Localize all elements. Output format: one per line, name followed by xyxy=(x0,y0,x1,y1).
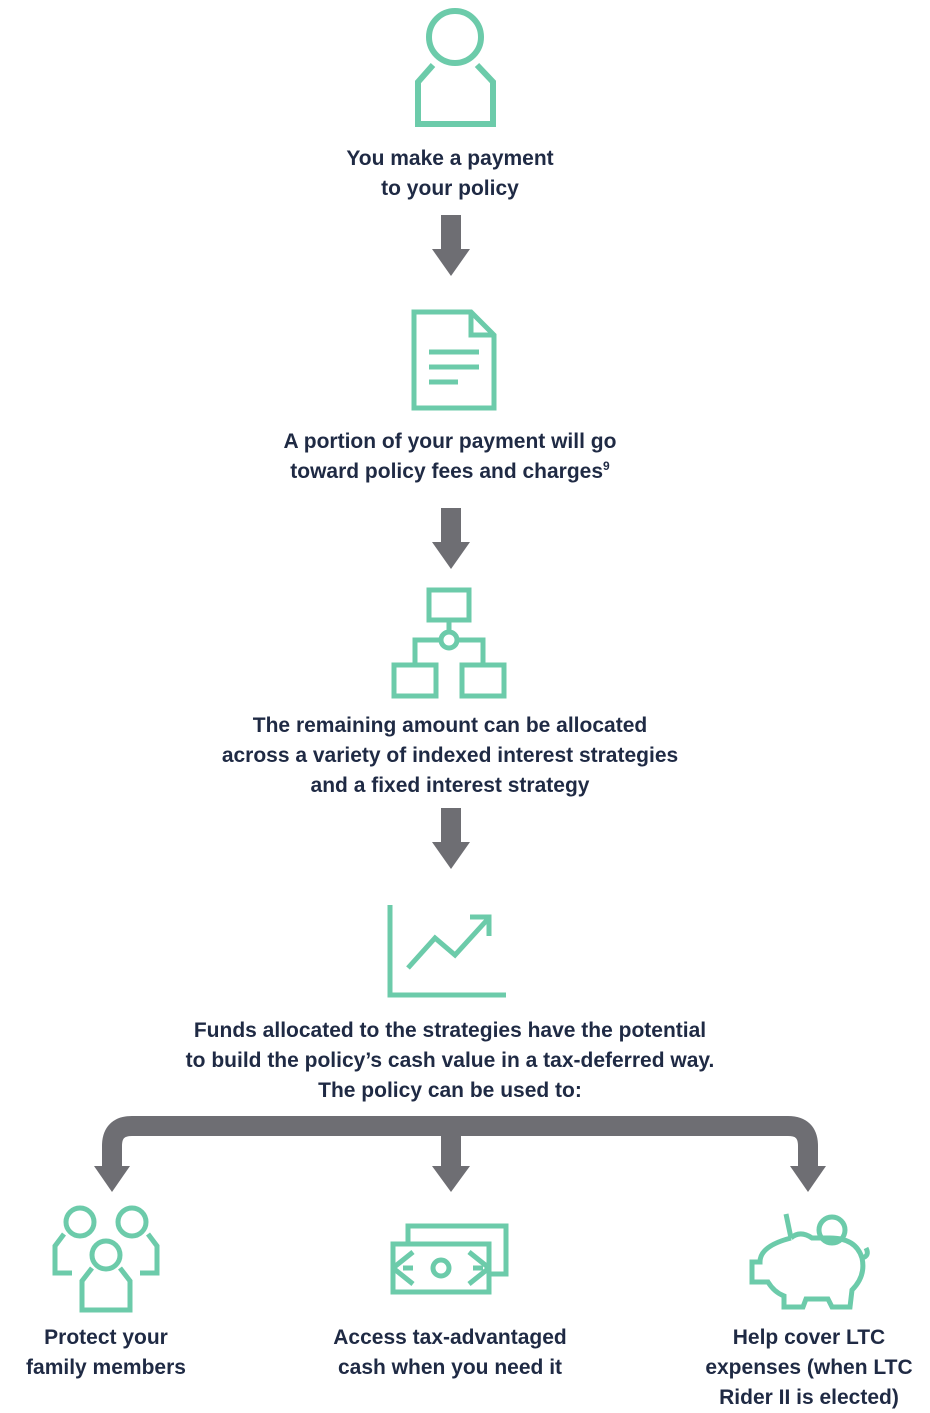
text-line: toward policy fees and charges9 xyxy=(200,457,700,487)
cash-icon xyxy=(390,1223,509,1295)
growth-chart-icon xyxy=(387,905,506,998)
text-line: across a variety of indexed interest str… xyxy=(221,744,679,767)
text-line: and a fixed interest strategy xyxy=(310,774,590,797)
text-line: to build the policy’s cash value in a ta… xyxy=(185,1049,715,1072)
text-line: The remaining amount can be allocated xyxy=(252,714,648,737)
text-line: Funds allocated to the strategies have t… xyxy=(193,1019,707,1042)
document-icon xyxy=(411,309,497,411)
text-line: to your policy xyxy=(381,177,519,200)
text-line: cash when you need it xyxy=(337,1356,563,1379)
flowchart-icon xyxy=(391,587,507,699)
step-text-payment: You make a payment to your policy xyxy=(265,144,635,204)
text-line: Help cover LTC xyxy=(732,1326,886,1349)
text-line: The policy can be used to: xyxy=(318,1079,582,1102)
outcome-text-ltc: Help cover LTC expenses (when LTC Rider … xyxy=(688,1323,930,1413)
branch-connector xyxy=(94,1116,826,1192)
piggy-bank-icon xyxy=(749,1213,870,1310)
text-line: You make a payment xyxy=(346,147,554,170)
person-icon xyxy=(415,8,496,127)
footnote-marker: 9 xyxy=(603,459,610,473)
step-text-fees: A portion of your payment will go toward… xyxy=(200,427,700,487)
step-text-growth: Funds allocated to the strategies have t… xyxy=(100,1016,800,1106)
text-line: A portion of your payment will go xyxy=(283,430,617,453)
text-line: Protect your xyxy=(44,1326,168,1349)
family-icon xyxy=(52,1205,160,1313)
down-arrow xyxy=(432,808,470,869)
down-arrow xyxy=(432,508,470,569)
step-text-allocation: The remaining amount can be allocated ac… xyxy=(150,711,750,801)
text-line: Rider II is elected) xyxy=(719,1386,899,1409)
text-line: family members xyxy=(26,1356,186,1379)
text-line: Access tax-advantaged xyxy=(333,1326,567,1349)
text-line-main: toward policy fees and charges xyxy=(290,460,604,483)
text-line: expenses (when LTC xyxy=(705,1356,913,1379)
outcome-text-cash: Access tax-advantaged cash when you need… xyxy=(300,1323,600,1383)
down-arrow xyxy=(432,215,470,276)
outcome-text-family: Protect your family members xyxy=(0,1323,212,1383)
